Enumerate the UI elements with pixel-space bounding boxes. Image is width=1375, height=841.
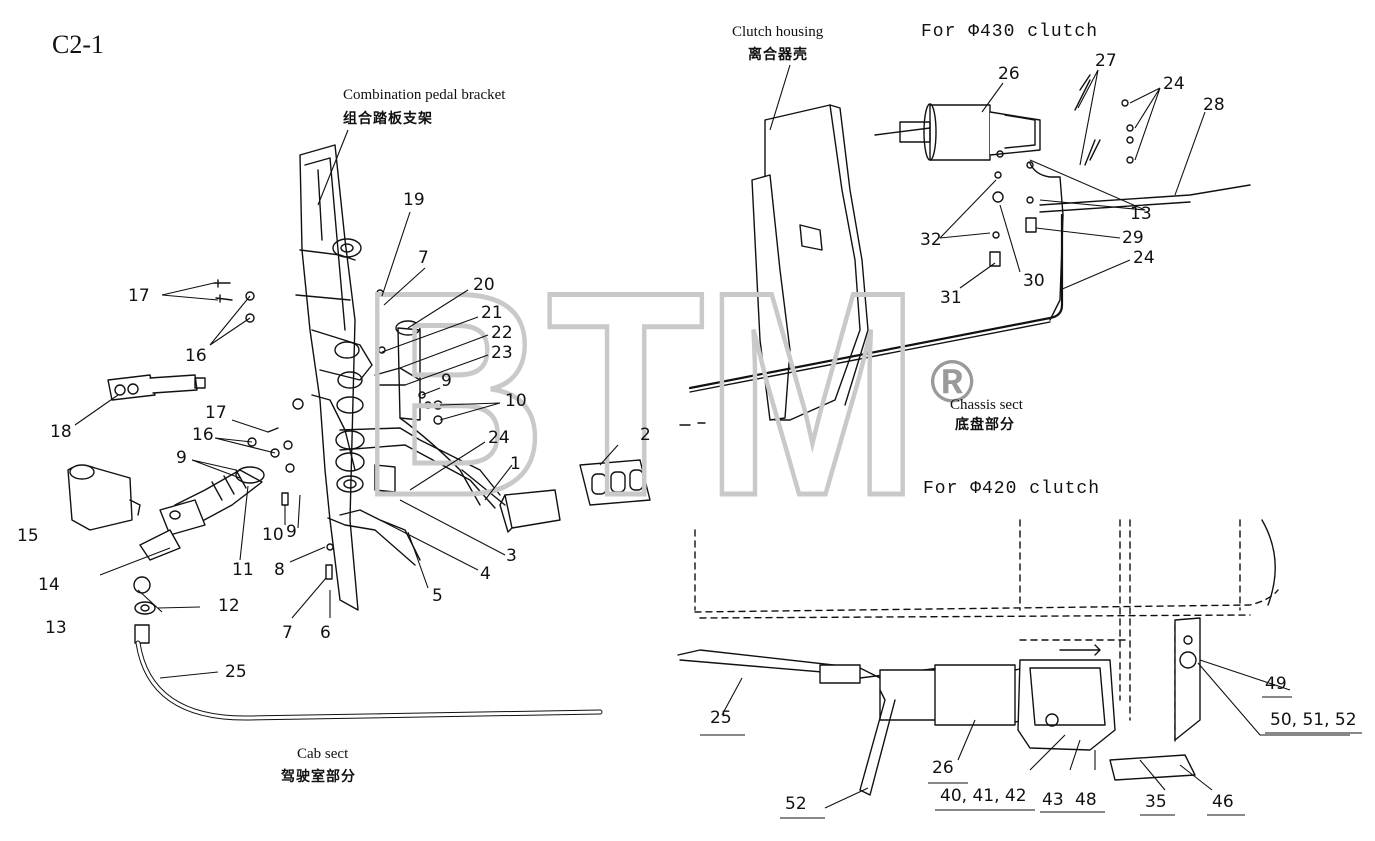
fluid-reservoir: [67, 464, 141, 531]
callout-24-pipe: 24: [1133, 248, 1155, 268]
callout-13-right: 13: [1130, 204, 1152, 224]
callout-8: 8: [274, 560, 285, 580]
pipe-24-edge: [689, 321, 1051, 393]
callout-3: 3: [506, 546, 517, 566]
callout-26-top: 26: [998, 64, 1020, 84]
clutch-booster-top: [874, 103, 1041, 161]
callout-6: 6: [320, 623, 331, 643]
phi420-contour: [1261, 519, 1276, 606]
cab-caption-en: Cab sect: [297, 746, 349, 762]
callout-7-upper: 7: [418, 248, 429, 268]
callout-43: 43: [1042, 790, 1064, 810]
chassis-caption-en: Chassis sect: [950, 397, 1023, 413]
phi420-heading: For Φ420 clutch: [923, 479, 1101, 499]
callout-46: 46: [1212, 792, 1234, 812]
cab-caption-cn: 驾驶室部分: [281, 769, 356, 785]
clutch-housing-drawing: [751, 104, 869, 421]
phi430-heading: For Φ430 clutch: [921, 22, 1099, 42]
faint-marks: [679, 422, 706, 426]
callout-9-cylinder: 9: [176, 448, 187, 468]
callout-18: 18: [50, 422, 72, 442]
callout-52: 52: [785, 794, 807, 814]
callout-27: 27: [1095, 51, 1117, 71]
callout-20: 20: [473, 275, 495, 295]
pedal-bracket-caption-cn: 组合踏板支架: [343, 111, 433, 127]
pedal-bracket-drawing: [295, 144, 501, 611]
chassis-caption-cn: 底盘部分: [955, 417, 1015, 433]
callout-31: 31: [940, 288, 962, 308]
callout-49: 49: [1265, 674, 1287, 694]
callout-35: 35: [1145, 792, 1167, 812]
clutch-pedal: [461, 469, 561, 533]
callout-4: 4: [480, 564, 491, 584]
clutch-housing-caption-cn: 离合器壳: [748, 47, 808, 63]
callout-5: 5: [432, 586, 443, 606]
callout-17-upper: 17: [128, 286, 150, 306]
callout-12: 12: [218, 596, 240, 616]
pedal-bracket-caption-en: Combination pedal bracket: [343, 87, 506, 103]
callout-50-51-52: 50, 51, 52: [1270, 710, 1357, 730]
clutch-housing-caption-en: Clutch housing: [732, 24, 824, 40]
callout-21: 21: [481, 303, 503, 323]
callout-29: 29: [1122, 228, 1144, 248]
callout-13-left: 13: [45, 618, 67, 638]
callout-24-pedal: 24: [488, 428, 510, 448]
hose-28: [1039, 184, 1251, 206]
pedal-switch: [107, 374, 206, 401]
callout-10-lower: 10: [262, 525, 284, 545]
callout-15: 15: [17, 526, 39, 546]
callout-22: 22: [491, 323, 513, 343]
callout-25-cab: 25: [225, 662, 247, 682]
callout-9-upper: 9: [441, 371, 452, 391]
callout-40-41-42: 40, 41, 42: [940, 786, 1027, 806]
callout-14: 14: [38, 575, 60, 595]
pedal-pad: [579, 459, 651, 506]
sheet-id: C2-1: [52, 30, 104, 59]
callout-28: 28: [1203, 95, 1225, 115]
phi420-cylinder: [677, 644, 1116, 751]
pedal-hose: [399, 417, 481, 506]
callout-16-upper: 16: [185, 346, 207, 366]
callout-2: 2: [640, 425, 651, 445]
callout-30: 30: [1023, 271, 1045, 291]
callout-32: 32: [920, 230, 942, 250]
callout-7-lower: 7: [282, 623, 293, 643]
callout-17-lower: 17: [205, 403, 227, 423]
callout-11: 11: [232, 560, 254, 580]
phi420-bracket: [1109, 617, 1201, 781]
pipe-24: [688, 213, 1064, 390]
callout-23: 23: [491, 343, 513, 363]
callout-19: 19: [403, 190, 425, 210]
cab-hose: [133, 576, 603, 721]
callout-24-fittings: 24: [1163, 74, 1185, 94]
callout-48: 48: [1075, 790, 1097, 810]
master-cylinder: [139, 466, 265, 561]
callout-26-bottom: 26: [932, 758, 954, 778]
callout-9-lower: 9: [286, 522, 297, 542]
callout-16-lower: 16: [192, 425, 214, 445]
callout-1: 1: [510, 454, 521, 474]
callout-10-upper: 10: [505, 391, 527, 411]
callout-25-chassis: 25: [710, 708, 732, 728]
